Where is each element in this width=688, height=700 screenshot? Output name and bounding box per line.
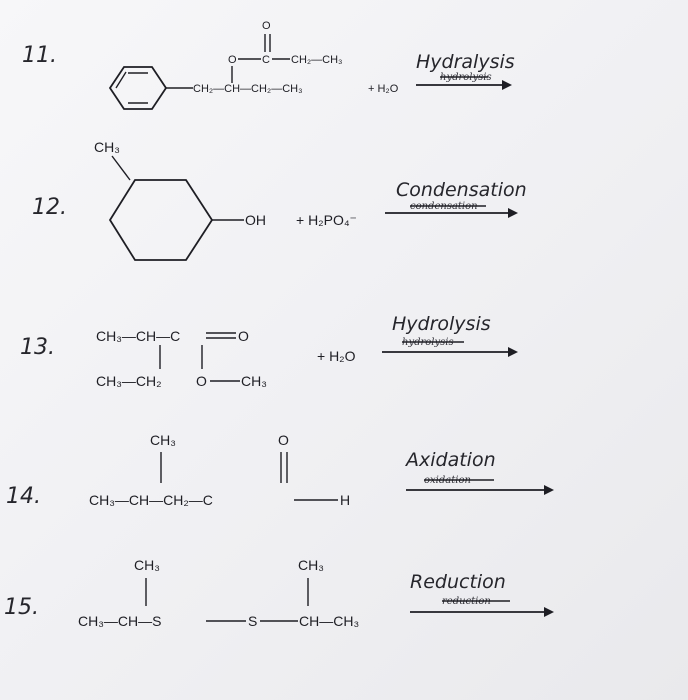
problem-number: 14. bbox=[6, 484, 41, 509]
water-reagent: + H₂O bbox=[368, 83, 399, 95]
ester-oxygen: O bbox=[196, 373, 207, 389]
handwritten-answer: Axidation bbox=[404, 449, 496, 471]
handwritten-answer: Reduction bbox=[410, 571, 506, 593]
handwritten-answer: Condensation bbox=[396, 179, 527, 201]
problem-12: 12. CH₃ OH + H₂PO₄⁻ Condensation condens… bbox=[32, 139, 527, 261]
handwritten-answer: Hydrolysis bbox=[392, 313, 491, 335]
problem-number: 12. bbox=[32, 195, 67, 220]
butyl-chain: CH₂—CH—CH₂—CH₃ bbox=[193, 83, 303, 95]
problem-number: 11. bbox=[22, 43, 57, 68]
ester-oxygen: O bbox=[228, 54, 237, 66]
bond bbox=[111, 155, 131, 181]
ethyl-group: CH₂—CH₃ bbox=[291, 54, 343, 66]
problem-number: 15. bbox=[4, 595, 39, 620]
ethyl-group: CH₃—CH₂ bbox=[96, 373, 162, 389]
methoxy-methyl: CH₃ bbox=[241, 373, 267, 389]
arrow-head bbox=[508, 347, 518, 357]
aldehyde-hydrogen: H bbox=[340, 492, 350, 508]
problem-15: 15. CH₃ CH₃ CH₃—CH—S S CH—CH₃ Reduction … bbox=[4, 557, 554, 629]
problem-11: 11. O O C CH₂—CH₃ CH₂—CH—CH₂—CH₃ + H₂O H… bbox=[22, 20, 515, 110]
ring-double-bond bbox=[115, 71, 127, 89]
problem-14: 14. CH₃ O CH₃—CH—CH₂—C H Axidation oxida… bbox=[6, 432, 554, 509]
arrow-head bbox=[502, 80, 512, 90]
arrow-head bbox=[544, 485, 554, 495]
carbonyl-carbon: C bbox=[262, 54, 270, 66]
hydroxyl-group: OH bbox=[245, 212, 266, 228]
arrow-head bbox=[508, 208, 518, 218]
carbonyl-oxygen: O bbox=[278, 432, 289, 448]
problem-13: 13. CH₃—CH—C O CH₃—CH₂ O CH₃ + H₂O Hydro… bbox=[20, 313, 518, 389]
methyl-group: CH₃ bbox=[94, 139, 120, 155]
right-chain: CH—CH₃ bbox=[299, 613, 359, 629]
left-methyl-group: CH₃ bbox=[134, 557, 160, 573]
arrow-head bbox=[544, 607, 554, 617]
carbonyl-oxygen: O bbox=[262, 20, 271, 32]
cyclohexane-ring bbox=[108, 179, 214, 261]
sulfur-atom: S bbox=[248, 613, 257, 629]
left-chain: CH₃—CH—S bbox=[78, 613, 161, 629]
methyl-group: CH₃ bbox=[150, 432, 176, 448]
handwritten-answer: Hydralysis bbox=[416, 51, 515, 73]
problem-number: 13. bbox=[20, 335, 55, 360]
phosphate-reagent: + H₂PO₄⁻ bbox=[296, 212, 357, 228]
main-chain: CH₃—CH—CH₂—C bbox=[89, 492, 213, 508]
right-methyl-group: CH₃ bbox=[298, 557, 324, 573]
top-chain: CH₃—CH—C bbox=[96, 328, 180, 344]
water-reagent: + H₂O bbox=[317, 348, 356, 364]
carbonyl-oxygen: O bbox=[238, 328, 249, 344]
benzene-ring bbox=[108, 66, 168, 110]
